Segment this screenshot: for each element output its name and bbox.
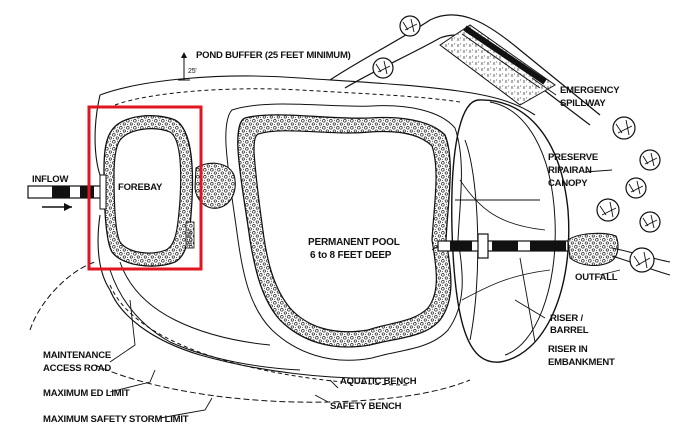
label-riser-in: RISER IN [548, 344, 588, 355]
tree-icon [612, 116, 636, 140]
label-max-ed: MAXIMUM ED LIMIT [43, 388, 130, 399]
label-max-safety: MAXIMUM SAFETY STORM LIMIT [43, 414, 189, 425]
label-spillway: SPILLWAY [560, 98, 606, 109]
trees [372, 15, 661, 273]
label-inflow: INFLOW [32, 174, 68, 185]
label-maintenance: MAINTENANCE [43, 350, 111, 361]
label-embankment: EMBANKMENT [548, 357, 615, 368]
tree-icon [625, 177, 647, 199]
label-preserve: PRESERVE [548, 152, 598, 163]
label-buffer-dim: 25' [188, 68, 197, 75]
tree-icon [372, 57, 394, 79]
label-safety-bench: SAFETY BENCH [330, 401, 402, 412]
outfall-apron [567, 232, 619, 267]
forebay-highlight-box [87, 105, 203, 271]
label-berm: BERM [188, 229, 194, 246]
riser-barrel [431, 233, 569, 259]
tree-icon [596, 198, 620, 222]
max-ed-limit-line [109, 88, 461, 386]
label-pond-buffer: POND BUFFER (25 FEET MINIMUM) [196, 50, 351, 61]
tree-icon [639, 149, 661, 171]
label-emergency: EMERGENCY [560, 85, 620, 96]
forebay [103, 115, 194, 267]
label-access-road: ACCESS ROAD [43, 363, 111, 374]
safety-bench-line [225, 103, 463, 361]
label-aquatic-bench: AQUATIC BENCH [340, 376, 417, 387]
maintenance-access-road [109, 261, 301, 371]
label-riser: RISER / [550, 313, 583, 324]
label-forebay: FOREBAY [118, 182, 163, 193]
buffer-dimension-marker [178, 52, 190, 81]
label-barrel: BARREL [550, 325, 589, 336]
label-permanent-pool: PERMANENT POOL [308, 237, 400, 248]
pond-buffer-boundary [99, 75, 536, 116]
tree-icon [629, 247, 655, 273]
label-pool-depth: 6 to 8 FEET DEEP [310, 250, 392, 261]
label-canopy: CANOPY [548, 178, 588, 189]
leader-lines [109, 77, 621, 419]
tree-icon [639, 211, 661, 233]
permanent-pool [237, 114, 452, 348]
label-outfall: OUTFALL [575, 272, 618, 283]
label-ripairan: RIPAIRAN [548, 165, 592, 176]
tree-icon [399, 15, 421, 37]
